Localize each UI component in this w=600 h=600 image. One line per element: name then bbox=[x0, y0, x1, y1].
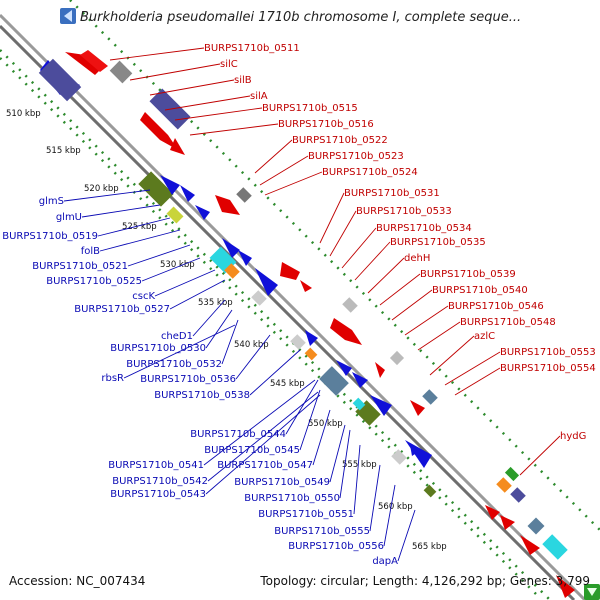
gene-label: BURPS1710b_0555 bbox=[274, 526, 370, 537]
kbp-label: 530 kbp bbox=[160, 260, 195, 270]
accession-label: Accession: NC_007434 bbox=[9, 574, 146, 588]
gene-label: BURPS1710b_0533 bbox=[356, 206, 452, 217]
page-title: Burkholderia pseudomallei 1710b chromoso… bbox=[80, 10, 522, 25]
gene-label: BURPS1710b_0547 bbox=[217, 460, 313, 471]
gene-label: BURPS1710b_0535 bbox=[390, 237, 486, 248]
gene-label: cscK bbox=[132, 291, 155, 302]
gene-label: cheD1 bbox=[161, 331, 193, 342]
forward-gene-label-texts: BURPS1710b_0511 silC silB silA BURPS1710… bbox=[204, 43, 596, 442]
kbp-label: 545 kbp bbox=[270, 379, 305, 389]
gene-label: BURPS1710b_0531 bbox=[344, 188, 440, 199]
gene-label: BURPS1710b_0556 bbox=[288, 541, 384, 552]
gene-label: BURPS1710b_0536 bbox=[140, 374, 236, 385]
gene-label: silA bbox=[250, 91, 268, 102]
reverse-genes bbox=[38, 58, 437, 498]
gene-label: BURPS1710b_0550 bbox=[244, 493, 340, 504]
kbp-label: 520 kbp bbox=[84, 184, 119, 194]
gene-label: BURPS1710b_0544 bbox=[190, 429, 286, 440]
backbone-outer bbox=[0, 13, 587, 600]
gene-label: BURPS1710b_0522 bbox=[292, 135, 388, 146]
gene-label: BURPS1710b_0538 bbox=[154, 390, 250, 401]
gene-label: dehH bbox=[404, 253, 430, 264]
gene-label: BURPS1710b_0515 bbox=[262, 103, 358, 114]
gene-label: BURPS1710b_0527 bbox=[74, 304, 170, 315]
kbp-label: 535 kbp bbox=[198, 298, 233, 308]
gene-label: dapA bbox=[372, 556, 398, 567]
gene-label: BURPS1710b_0542 bbox=[112, 476, 208, 487]
gene-label: silC bbox=[220, 59, 238, 70]
genome-stats: Topology: circular; Length: 4,126,292 bp… bbox=[260, 574, 590, 588]
gene-label: BURPS1710b_0532 bbox=[126, 359, 222, 370]
gene-label: glmS bbox=[39, 196, 64, 207]
reverse-gene-label-texts: glmS glmU BURPS1710b_0519 folB BURPS1710… bbox=[2, 196, 398, 567]
gene-label: BURPS1710b_0530 bbox=[110, 343, 206, 354]
kbp-label: 525 kbp bbox=[122, 222, 157, 232]
kbp-label: 560 kbp bbox=[378, 502, 413, 512]
gene-label: BURPS1710b_0540 bbox=[432, 285, 528, 296]
gene-label: BURPS1710b_0551 bbox=[258, 509, 354, 520]
gene-label: BURPS1710b_0546 bbox=[448, 301, 544, 312]
kbp-label: 555 kbp bbox=[342, 460, 377, 470]
gene-label: BURPS1710b_0523 bbox=[308, 151, 404, 162]
tick-track-outer bbox=[69, 0, 600, 531]
gene-label: azlC bbox=[474, 331, 495, 342]
gene-label: BURPS1710b_0553 bbox=[500, 347, 596, 358]
forward-genes bbox=[65, 50, 575, 598]
gene-label: BURPS1710b_0524 bbox=[322, 167, 418, 178]
gene-label: BURPS1710b_0548 bbox=[460, 317, 556, 328]
backbone-inner bbox=[0, 24, 576, 600]
gene-label: BURPS1710b_0541 bbox=[108, 460, 204, 471]
tick-track-mid bbox=[0, 49, 551, 600]
gene-label: BURPS1710b_0543 bbox=[110, 489, 206, 500]
gene-label: hydG bbox=[560, 431, 586, 442]
gene-label: BURPS1710b_0511 bbox=[204, 43, 300, 54]
kbp-label: 515 kbp bbox=[46, 146, 81, 156]
kbp-label: 540 kbp bbox=[234, 340, 269, 350]
down-arrow-icon[interactable] bbox=[584, 584, 600, 600]
gene-label: BURPS1710b_0516 bbox=[278, 119, 374, 130]
kbp-label: 510 kbp bbox=[6, 109, 41, 119]
gene-label: glmU bbox=[56, 212, 82, 223]
gene-label: BURPS1710b_0554 bbox=[500, 363, 596, 374]
gene-label: BURPS1710b_0525 bbox=[46, 276, 142, 287]
forward-gene-labels bbox=[109, 47, 561, 476]
left-arrow-icon[interactable] bbox=[60, 8, 76, 24]
gene-label: silB bbox=[234, 75, 252, 86]
kbp-label: 565 kbp bbox=[412, 542, 447, 552]
gene-label: BURPS1710b_0549 bbox=[234, 477, 330, 488]
tick-track-inner bbox=[0, 57, 541, 599]
gene-label: folB bbox=[81, 246, 100, 257]
gene-label: BURPS1710b_0534 bbox=[376, 223, 472, 234]
gene-label: BURPS1710b_0521 bbox=[32, 261, 128, 272]
gene-label: rbsR bbox=[101, 373, 124, 384]
reverse-gene-labels bbox=[63, 189, 416, 562]
gene-label: BURPS1710b_0545 bbox=[204, 445, 300, 456]
gene-label: BURPS1710b_0519 bbox=[2, 231, 98, 242]
gene-label: BURPS1710b_0539 bbox=[420, 269, 516, 280]
